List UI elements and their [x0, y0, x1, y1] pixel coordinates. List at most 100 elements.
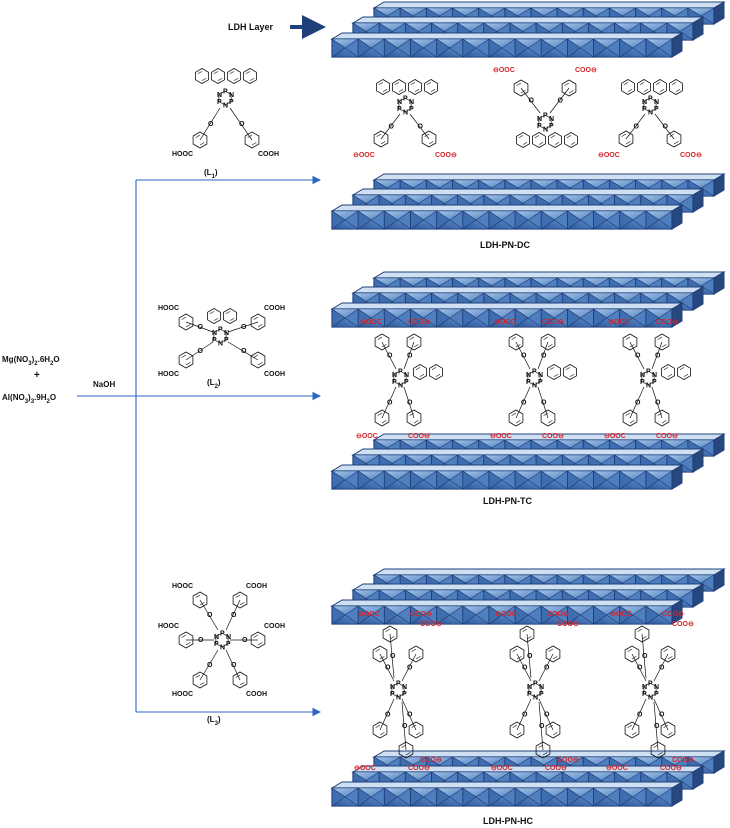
tc-aryl-ur: O [651, 333, 670, 370]
ring-phosphorus: P [654, 106, 659, 113]
anion-coo-ur2: COO⊖ [672, 621, 694, 628]
benzene-ring [178, 313, 194, 331]
anion-coo-ll: ⊖OOC [490, 433, 512, 440]
l1-biphenyl-b [227, 68, 257, 84]
tc-aryl-lr: O [651, 386, 670, 427]
ring-phosphorus: P [642, 691, 647, 698]
l3-aryl-t2: O COOH [225, 583, 267, 631]
ring-nitrogen: N [217, 92, 222, 99]
ring-phosphorus: P [654, 691, 659, 698]
anion-coo-right: COO⊖ [680, 152, 702, 159]
anion-coo-lr: COO⊖ [408, 433, 430, 440]
ether-oxygen: O [385, 712, 391, 719]
ring-phosphorus: P [220, 631, 225, 638]
ring-phosphorus: P [402, 691, 407, 698]
ring-nitrogen: N [226, 634, 231, 641]
ring-phosphorus: P [404, 379, 409, 386]
biphenyl-ring [653, 79, 667, 95]
ether-oxygen: O [407, 353, 413, 360]
phosphazene-ring [641, 370, 655, 386]
benzene-ring [232, 671, 248, 689]
anion-coo-right: COO⊖ [575, 67, 597, 74]
ether-oxygen: O [207, 612, 213, 619]
tc-biphenyl [661, 364, 691, 380]
ether-oxygen: O [198, 348, 204, 355]
ring-nitrogen: N [403, 110, 408, 117]
ether-oxygen: O [527, 653, 533, 660]
ring-phosphorus: P [539, 691, 544, 698]
hc-aryl-ul: O [509, 645, 532, 682]
benzene-ring [372, 721, 388, 739]
ldh-stack-3-bottom-slab-front [330, 781, 684, 807]
ldh-stack-1-top [330, 1, 726, 58]
benzene-ring [660, 721, 676, 739]
ring-nitrogen: N [533, 695, 538, 702]
hc-aryl-ur: O [401, 645, 424, 682]
anion-coo-ll: ⊖OOC [606, 765, 628, 772]
carboxyl-group: COOH [246, 691, 267, 698]
ring-phosphorus: P [218, 327, 223, 334]
ring-nitrogen: N [223, 103, 228, 110]
hc-aryl-ur: O [538, 645, 561, 682]
benzene-ring [374, 409, 390, 427]
benzene-ring [509, 721, 525, 739]
anion-coo-ll: ⊖OOC [354, 765, 376, 772]
ring-nitrogen: N [218, 341, 223, 348]
hc-aryl-lr2: O [535, 701, 551, 759]
biphenyl-ring [211, 68, 225, 84]
benzene-ring [406, 409, 422, 427]
ether-oxygen: O [241, 348, 247, 355]
ring-nitrogen: N [390, 684, 395, 691]
ether-oxygen: O [521, 400, 527, 407]
ring-nitrogen: N [654, 684, 659, 691]
ring-nitrogen: N [526, 372, 531, 379]
ether-oxygen: O [418, 124, 424, 131]
tc-aryl-ll: O [622, 386, 645, 427]
phosphazene-ring [527, 370, 541, 386]
ether-oxygen: O [655, 400, 661, 407]
hc-aryl-ul: O [624, 645, 647, 682]
carboxyl-group: COOH [246, 583, 267, 590]
benzene-ring [545, 645, 561, 663]
ldh-stack-2-top-slab-front [330, 302, 684, 328]
reactant-al: Al(NO3)3.9H2O [2, 393, 56, 405]
ring-phosphorus: P [527, 691, 532, 698]
anion-coo-left: ⊖OOC [598, 152, 620, 159]
biphenyl-ring [532, 132, 546, 148]
benzene-ring [634, 625, 650, 643]
ring-nitrogen: N [654, 99, 659, 106]
ring-nitrogen: N [404, 372, 409, 379]
ring-nitrogen: N [212, 330, 217, 337]
ether-oxygen: O [634, 124, 640, 131]
ldh-stack-1-bottom-slab-front [330, 204, 684, 230]
l1-biphenyl-a [195, 68, 225, 84]
hc-aryl-ul2: O [519, 625, 535, 679]
ether-oxygen: O [635, 400, 641, 407]
ring-phosphorus: P [526, 379, 531, 386]
ring-nitrogen: N [642, 684, 647, 691]
ring-nitrogen: N [397, 99, 402, 106]
ring-phosphorus: P [543, 113, 548, 120]
ring-phosphorus: P [409, 106, 414, 113]
benzene-ring [624, 645, 640, 663]
biphenyl-ring [243, 68, 257, 84]
benzene-ring [654, 333, 670, 351]
anion-coo-lr2: COO⊖ [557, 757, 579, 764]
dc-biphenyl-a [516, 132, 546, 148]
ether-oxygen: O [208, 121, 214, 128]
phosphazene-ring [538, 114, 552, 130]
benzene-ring [666, 130, 682, 148]
anion-coo-ul: ⊖OOC [360, 319, 382, 326]
hc-aryl-ll: O [624, 698, 647, 739]
ring-nitrogen: N [402, 684, 407, 691]
ether-oxygen: O [529, 98, 535, 105]
benzene-ring [374, 333, 390, 351]
ether-oxygen: O [231, 612, 237, 619]
biphenyl-ring [621, 79, 635, 95]
